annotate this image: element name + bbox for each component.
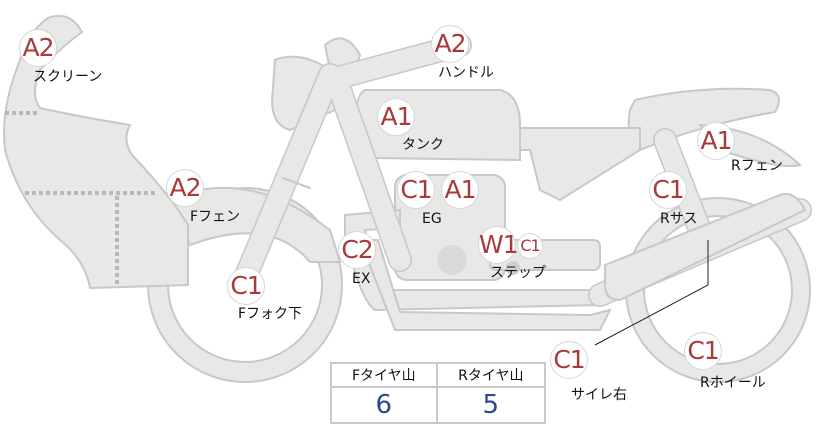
label-engine: EG <box>422 211 442 227</box>
label-screen: スクリーン <box>33 69 103 85</box>
grade-badge-tank: A1 <box>377 98 415 136</box>
label-step: ステップ <box>490 265 546 281</box>
label-handle: ハンドル <box>438 65 494 81</box>
grade-badge-handle: A2 <box>431 25 469 63</box>
grade-badge-front-fork: C1 <box>227 267 265 305</box>
windscreen <box>3 14 189 290</box>
muffler <box>604 193 807 302</box>
label-silencer-right: サイレ右 <box>571 387 627 403</box>
grade-badge-silencer-right: C1 <box>550 341 588 379</box>
grade-badge-front-fender: A2 <box>166 169 204 207</box>
grade-badge-screen: A2 <box>19 29 57 67</box>
label-rear-fender: Rフェン <box>731 158 783 174</box>
front-tyre-header: Fタイヤ山 <box>330 362 438 388</box>
grade-badge-exhaust: C2 <box>338 231 376 269</box>
rear-tyre-value: 5 <box>435 386 547 424</box>
label-front-fork: Fフォク下 <box>238 306 303 322</box>
tyre-tread-table: Fタイヤ山 Rタイヤ山 6 5 <box>330 362 547 424</box>
label-tank: タンク <box>402 137 444 153</box>
rear-tyre-header: Rタイヤ山 <box>435 362 547 388</box>
grade-badge-engine-2: A1 <box>441 171 479 209</box>
grade-badge-step-2: C1 <box>517 233 543 259</box>
grade-badge-rear-suspension: C1 <box>649 171 687 209</box>
label-rear-suspension: Rサス <box>660 211 698 227</box>
leader-line <box>594 240 709 346</box>
grade-badge-rear-wheel: C1 <box>684 332 722 370</box>
grade-badge-step: W1 <box>478 226 519 264</box>
grade-badge-rear-fender: A1 <box>697 122 735 160</box>
grade-badge-engine: C1 <box>397 171 435 209</box>
label-exhaust: EX <box>352 271 371 287</box>
label-rear-wheel: Rホイール <box>700 375 766 391</box>
label-front-fender: Fフェン <box>190 209 241 225</box>
front-tyre-value: 6 <box>330 386 438 424</box>
